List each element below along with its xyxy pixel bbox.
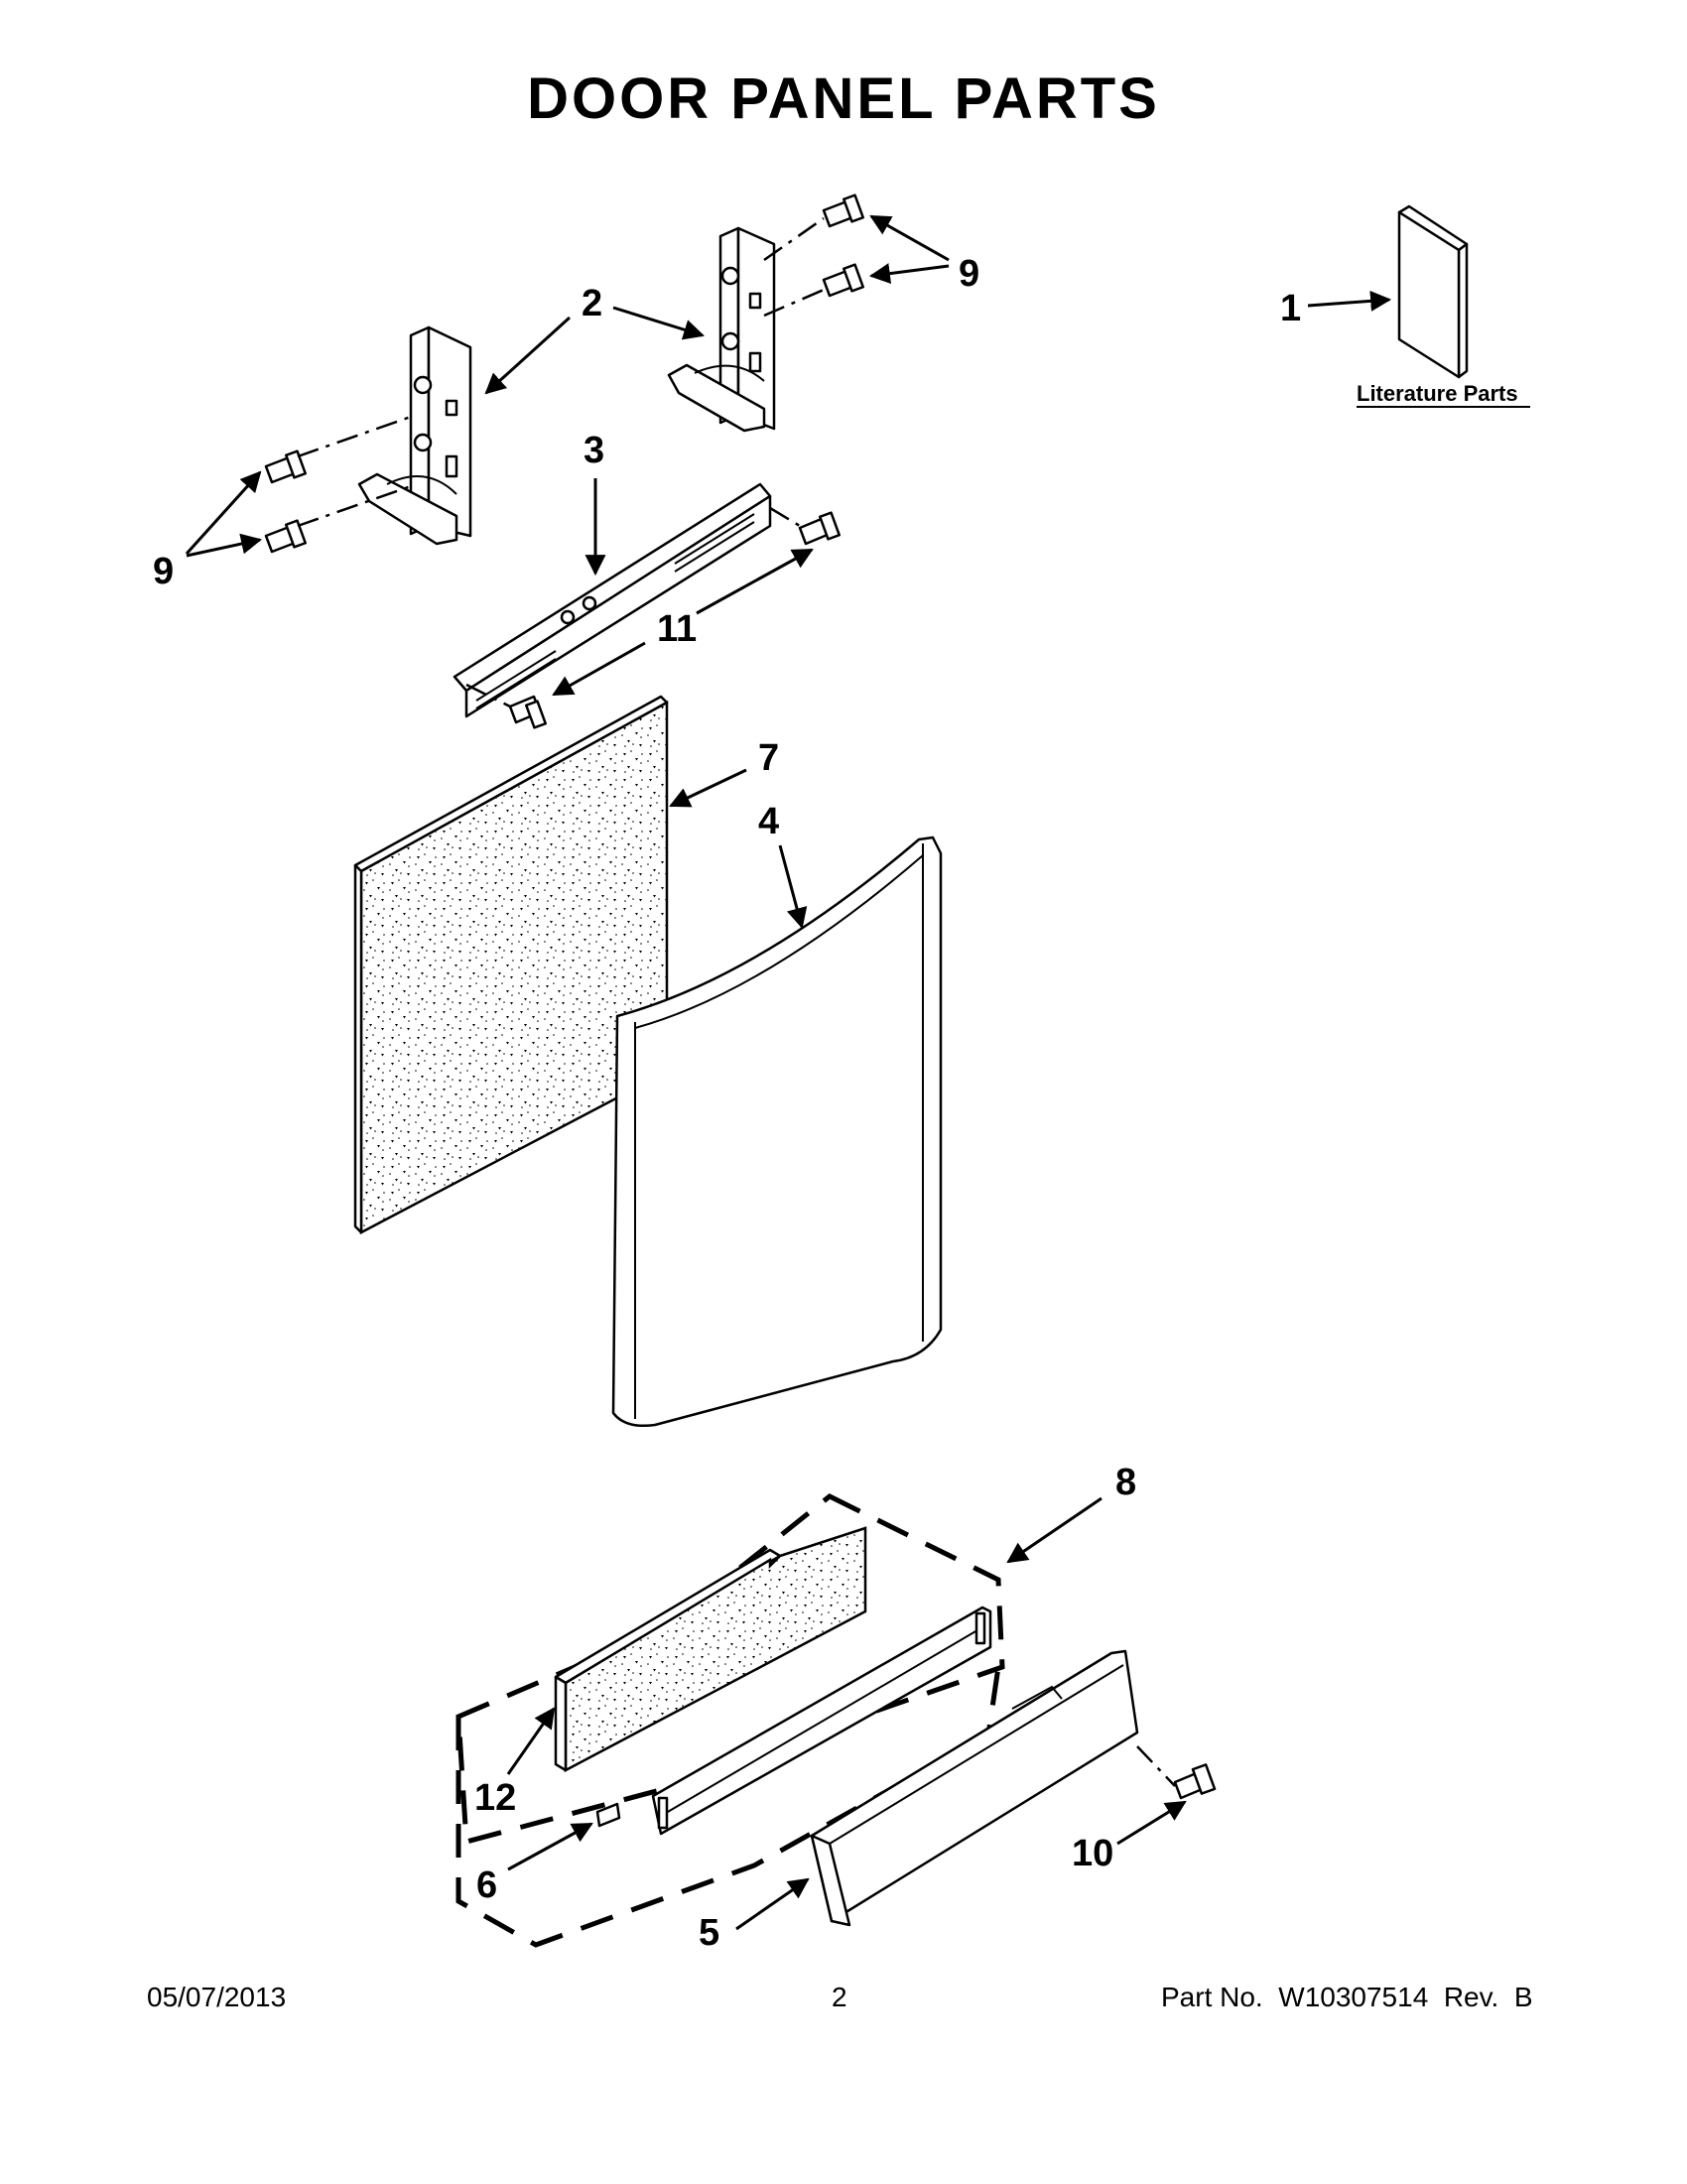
leader-11-right bbox=[696, 548, 814, 615]
page-title: DOOR PANEL PARTS bbox=[527, 66, 1160, 131]
screw-line-left-2 bbox=[297, 484, 412, 528]
hinge-screw-left-2 bbox=[264, 519, 307, 554]
callout-10: 10 bbox=[1072, 1833, 1113, 1874]
leader-7 bbox=[669, 768, 747, 808]
callout-2: 2 bbox=[582, 283, 602, 324]
leader-9-left-1 bbox=[185, 470, 262, 556]
callout-11: 11 bbox=[657, 608, 697, 650]
leader-6 bbox=[507, 1822, 593, 1871]
bracket-screw-right bbox=[798, 511, 841, 546]
screw-line-11-left bbox=[465, 683, 511, 708]
callout-4: 4 bbox=[758, 801, 779, 842]
toe-panel-clip bbox=[595, 1802, 621, 1828]
screw-line-upper-1 bbox=[763, 216, 825, 262]
door-insulation-panel bbox=[353, 695, 669, 1235]
leader-9-left-2 bbox=[186, 533, 263, 558]
right-hinge-bracket bbox=[667, 226, 776, 433]
leader-12 bbox=[506, 1707, 556, 1775]
toe-panel bbox=[810, 1649, 1139, 1927]
hinge-screw-upper-2 bbox=[822, 263, 864, 298]
leader-9-upper-2 bbox=[868, 263, 950, 285]
callout-3: 3 bbox=[584, 430, 604, 471]
toe-panel-seal-strip bbox=[651, 1606, 992, 1836]
bracket-screw-left bbox=[508, 695, 547, 729]
hinge-screw-upper-1 bbox=[822, 193, 864, 228]
callout-12: 12 bbox=[474, 1777, 516, 1819]
leader-1 bbox=[1307, 290, 1392, 312]
callout-1: 1 bbox=[1280, 288, 1301, 329]
footer-part-number: Part No. W10307514 Rev. B bbox=[1161, 1982, 1533, 2012]
footer-date: 05/07/2013 bbox=[147, 1982, 287, 2012]
screw-line-upper-2 bbox=[763, 288, 825, 318]
literature-parts-label: Literature Parts bbox=[1357, 381, 1518, 406]
screw-line-11-right bbox=[769, 506, 801, 528]
leader-5 bbox=[735, 1877, 810, 1931]
toe-panel-assembly-outline bbox=[455, 1493, 1005, 1948]
screw-line-10 bbox=[1136, 1745, 1176, 1787]
leader-8 bbox=[1006, 1496, 1103, 1564]
leader-4 bbox=[778, 844, 808, 930]
toe-panel-screw bbox=[1173, 1763, 1217, 1800]
callout-9-left: 9 bbox=[153, 551, 174, 592]
callout-5: 5 bbox=[699, 1912, 719, 1954]
literature-part bbox=[1397, 204, 1469, 379]
screw-line-left-1 bbox=[297, 415, 412, 458]
leader-11-left bbox=[552, 641, 646, 697]
callout-7: 7 bbox=[758, 737, 779, 779]
door-support-bracket bbox=[453, 482, 772, 718]
outer-door-panel bbox=[611, 835, 943, 1427]
leader-9-upper-1 bbox=[869, 214, 950, 262]
left-hinge-bracket bbox=[357, 325, 472, 546]
leader-2-left bbox=[484, 316, 572, 395]
toe-panel-insulation bbox=[554, 1526, 867, 1773]
callout-6: 6 bbox=[476, 1864, 497, 1906]
footer-page-number: 2 bbox=[832, 1982, 847, 2012]
leader-2-right bbox=[612, 306, 706, 340]
callout-9-upper: 9 bbox=[959, 253, 979, 295]
leader-10 bbox=[1116, 1800, 1187, 1846]
hinge-screw-left-1 bbox=[264, 450, 307, 484]
callout-8: 8 bbox=[1115, 1462, 1136, 1503]
